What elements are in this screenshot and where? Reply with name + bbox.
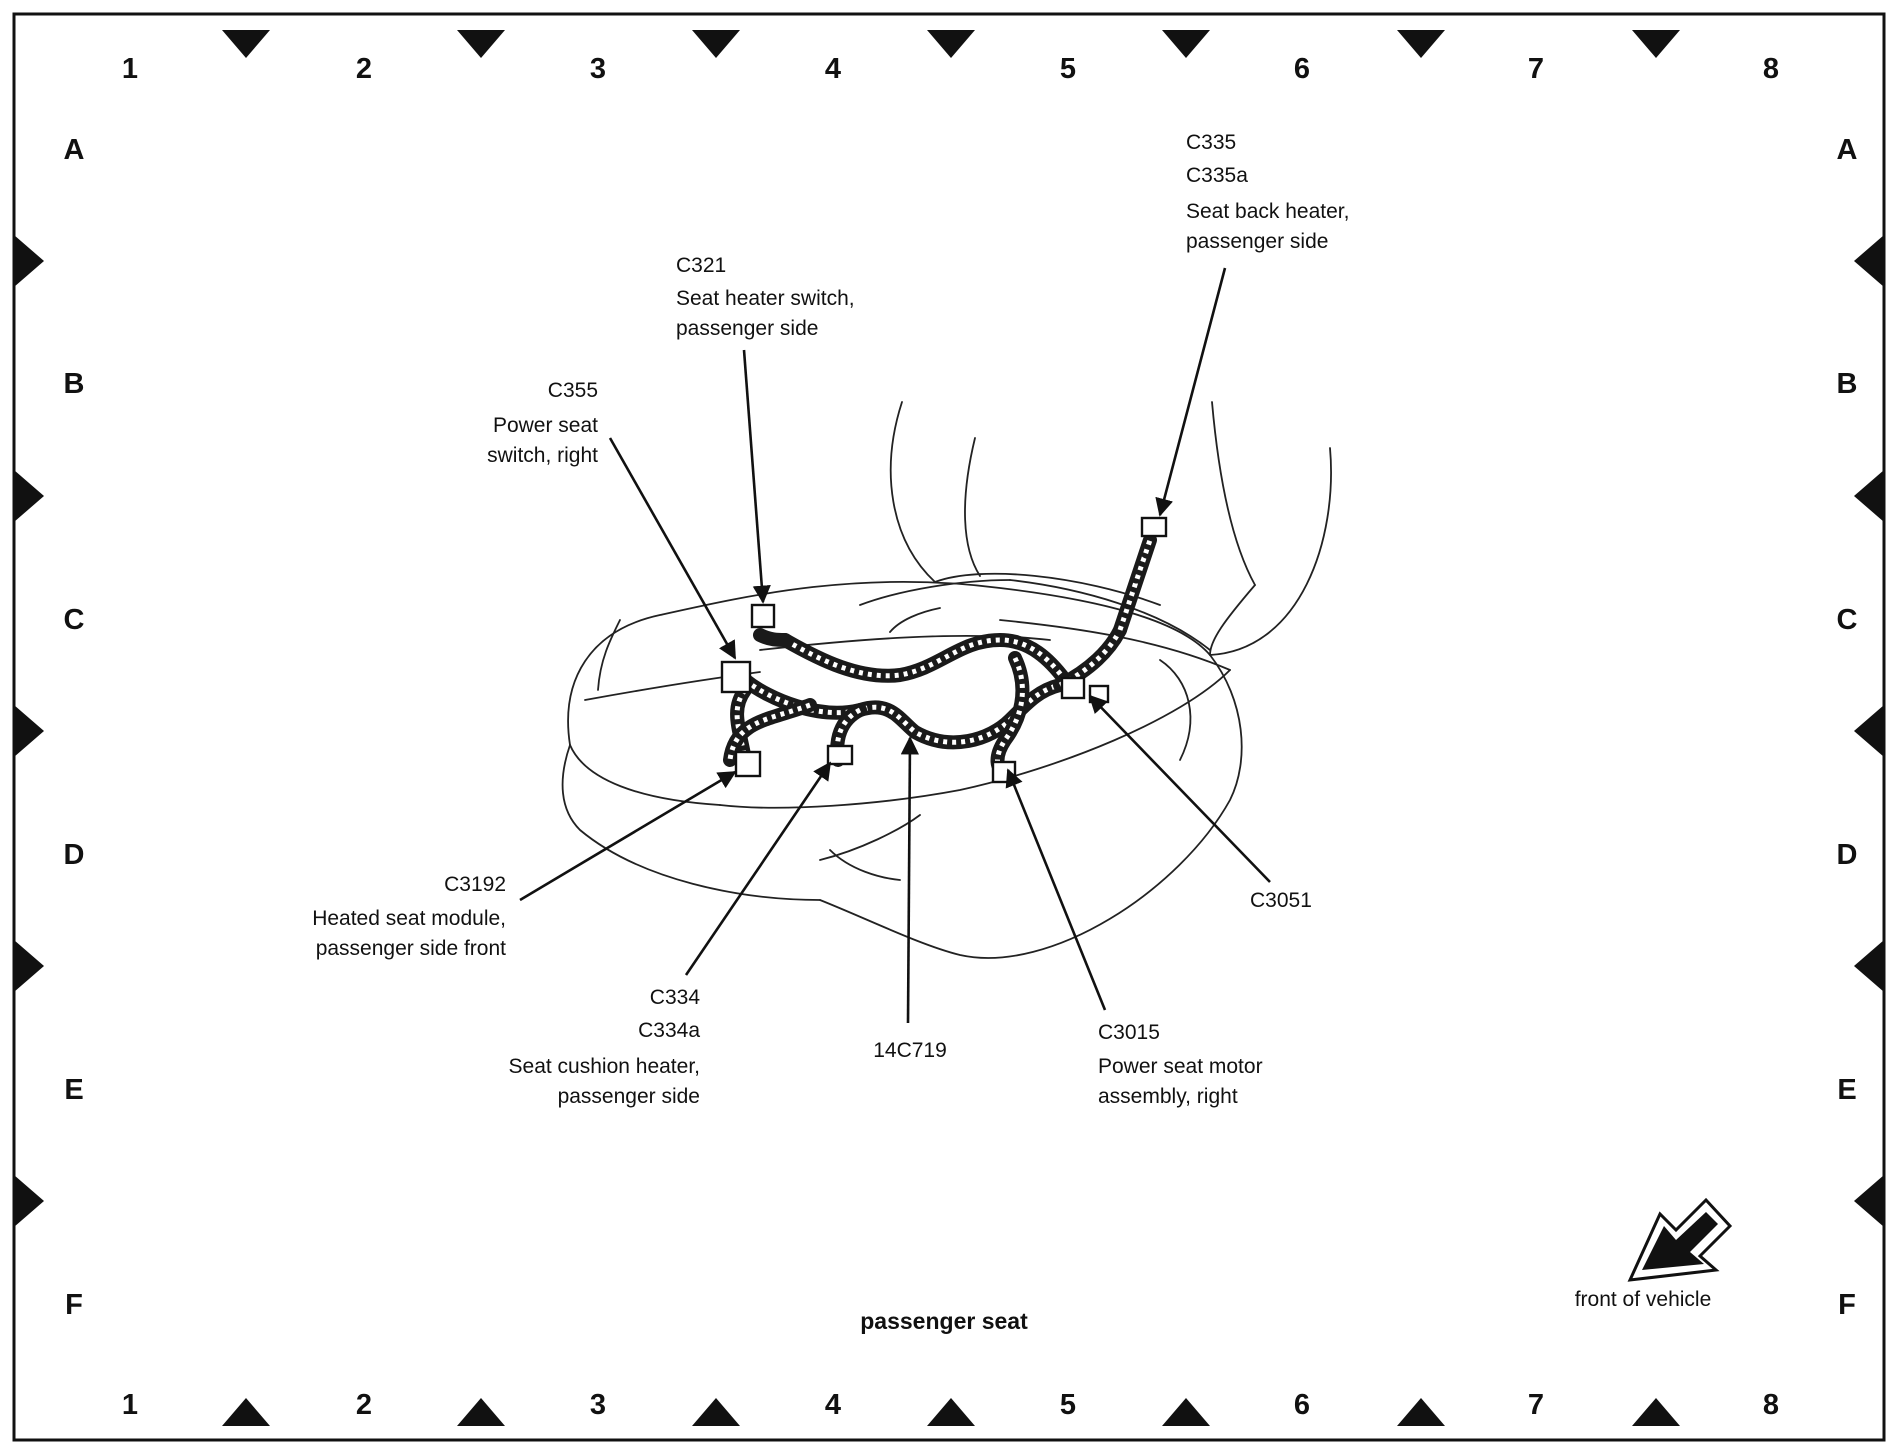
- leader-c3015: [1005, 768, 1107, 1011]
- column-labels-top: 1 2 3 4 5 6 7 8: [122, 53, 1779, 85]
- diagram-title: passenger seat: [860, 1308, 1028, 1334]
- callout-line: C335a: [1186, 164, 1248, 187]
- wiring-harness-14c719: [723, 533, 1157, 777]
- row-label: B: [64, 368, 85, 400]
- column-label: 3: [590, 1389, 606, 1421]
- leader-c321: [742, 349, 771, 604]
- callout-line: C355: [548, 379, 598, 402]
- leader-14c719: [900, 736, 919, 1024]
- leader-c3051: [1088, 694, 1271, 883]
- callout-line: passenger side front: [316, 937, 506, 960]
- callout-line: C321: [676, 254, 726, 277]
- connector-c3192: [734, 750, 762, 778]
- callout-line: Seat back heater,: [1186, 200, 1349, 223]
- callout-line: passenger side: [676, 317, 818, 340]
- row-label: C: [64, 604, 85, 636]
- callout-line: 14C719: [873, 1039, 947, 1062]
- column-label: 1: [122, 53, 138, 85]
- connector-c355: [720, 660, 752, 694]
- callout-14c719: 14C719: [873, 1039, 947, 1062]
- connector-c3051: [1060, 676, 1086, 700]
- row-label: D: [64, 839, 85, 871]
- diagram-frame: [12, 12, 1886, 1442]
- callout-line: Seat cushion heater,: [509, 1055, 700, 1078]
- callout-line: C335: [1186, 131, 1236, 154]
- column-label: 2: [356, 1389, 372, 1421]
- leader-c334: [684, 761, 832, 976]
- row-label: D: [1837, 839, 1858, 871]
- row-labels-left: A B C D E F: [64, 134, 85, 1321]
- connector-c334: [826, 744, 854, 766]
- column-label: 1: [122, 1389, 138, 1421]
- callout-line: C334: [650, 986, 701, 1009]
- row-dividers: [14, 235, 1884, 1227]
- row-label: F: [65, 1289, 83, 1321]
- column-label: 4: [825, 53, 841, 85]
- front-direction-arrow-icon: [1627, 1197, 1733, 1282]
- callout-line: C3051: [1250, 889, 1312, 912]
- callout-line: C3192: [444, 873, 506, 896]
- column-label: 6: [1294, 1389, 1310, 1421]
- callout-c355: C355 Power seat switch, right: [487, 379, 598, 467]
- row-label: E: [64, 1074, 83, 1106]
- callout-c334: C334 C334a Seat cushion heater, passenge…: [509, 986, 701, 1108]
- row-label: F: [1838, 1289, 1856, 1321]
- column-label: 8: [1763, 1389, 1779, 1421]
- callout-c3192: C3192 Heated seat module, passenger side…: [312, 873, 506, 960]
- callout-line: passenger side: [558, 1085, 700, 1108]
- callout-c321: C321 Seat heater switch, passenger side: [676, 254, 855, 340]
- row-label: E: [1837, 1074, 1856, 1106]
- column-label: 3: [590, 53, 606, 85]
- row-label: A: [1837, 134, 1858, 166]
- column-label: 4: [825, 1389, 841, 1421]
- leader-c355: [608, 437, 737, 660]
- column-label: 7: [1528, 53, 1544, 85]
- row-label: A: [64, 134, 85, 166]
- connector-c321: [750, 603, 776, 629]
- column-dividers: [222, 30, 1680, 1426]
- leader-c335: [1155, 267, 1227, 517]
- row-labels-right: A B C D E F: [1837, 134, 1858, 1321]
- callout-c335: C335 C335a Seat back heater, passenger s…: [1186, 131, 1349, 253]
- column-label: 6: [1294, 53, 1310, 85]
- column-label: 7: [1528, 1389, 1544, 1421]
- callout-c3051: C3051: [1250, 889, 1312, 912]
- column-label: 8: [1763, 53, 1779, 85]
- callout-c3015: C3015 Power seat motor assembly, right: [1098, 1021, 1263, 1108]
- callout-line: Power seat: [493, 414, 598, 437]
- leader-c3192: [519, 770, 737, 902]
- column-label: 5: [1060, 53, 1076, 85]
- callout-line: switch, right: [487, 444, 598, 467]
- connectors: [720, 516, 1168, 784]
- leader-lines: [519, 267, 1271, 1024]
- callout-line: assembly, right: [1098, 1085, 1238, 1108]
- callout-line: Power seat motor: [1098, 1055, 1263, 1078]
- row-label: C: [1837, 604, 1858, 636]
- callout-line: C3015: [1098, 1021, 1160, 1044]
- passenger-seat-illustration: [561, 401, 1332, 959]
- connector-c335: [1140, 516, 1168, 538]
- callout-line: C334a: [638, 1019, 700, 1042]
- column-label: 5: [1060, 1389, 1076, 1421]
- column-label: 2: [356, 53, 372, 85]
- callout-line: passenger side: [1186, 230, 1328, 253]
- column-labels-bottom: 1 2 3 4 5 6 7 8: [122, 1389, 1779, 1421]
- callout-line: Seat heater switch,: [676, 287, 855, 310]
- row-label: B: [1837, 368, 1858, 400]
- front-of-vehicle-label: front of vehicle: [1575, 1288, 1712, 1311]
- callout-line: Heated seat module,: [312, 907, 506, 930]
